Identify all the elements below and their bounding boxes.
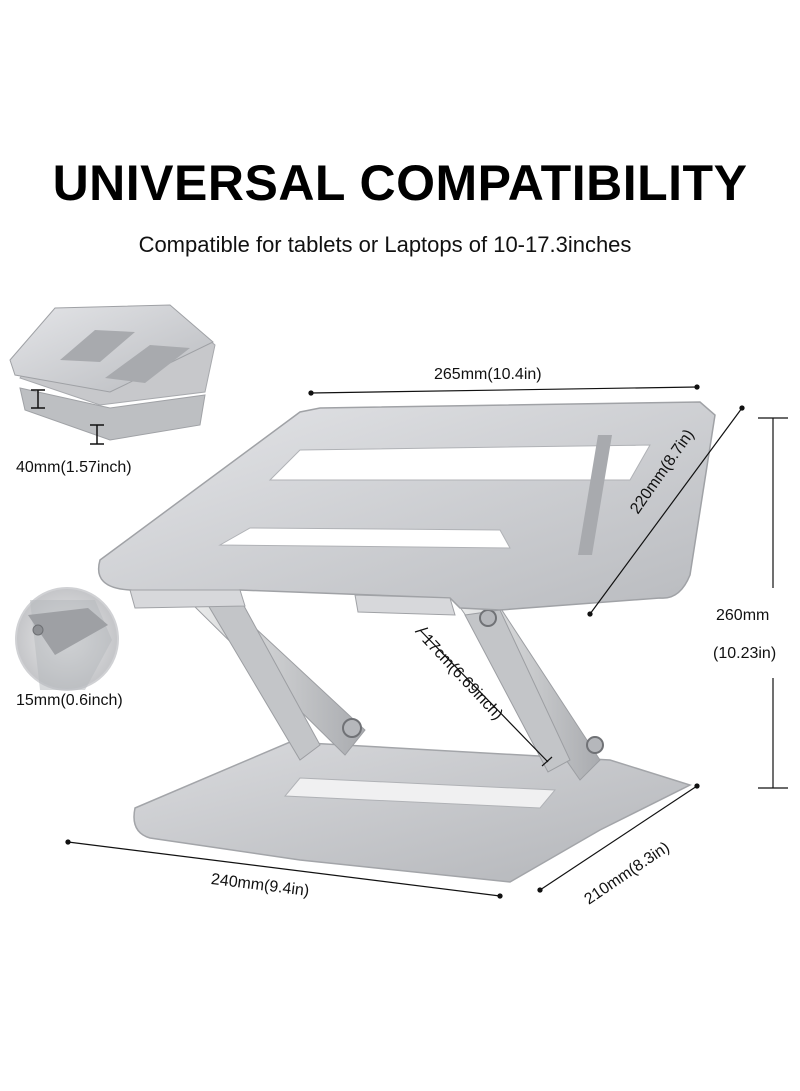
lip-height-label: 15mm(0.6inch) (16, 692, 123, 709)
folded-height-label: 40mm(1.57inch) (16, 459, 132, 476)
page-subtitle: Compatible for tablets or Laptops of 10-… (138, 232, 632, 257)
stand-top-plate (97, 401, 716, 616)
top-width-label: 265mm(10.4in) (434, 366, 542, 383)
height-mm-label: 260mm (716, 607, 770, 624)
dimension-lines (65, 384, 788, 899)
folded-stand-inset (9, 304, 216, 445)
lip-zoom-inset (15, 587, 119, 691)
height-in-label: (10.23in) (713, 645, 777, 662)
page-title: UNIVERSAL COMPATIBILITY (52, 155, 748, 211)
stand-arms (186, 591, 604, 781)
